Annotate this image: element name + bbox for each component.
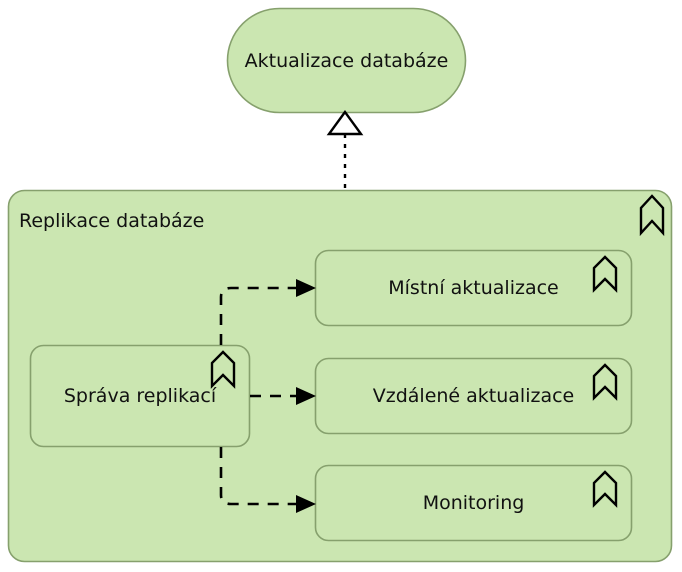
node-sprava-replikaci[interactable] — [30, 345, 250, 447]
node-monitoring[interactable] — [315, 465, 632, 541]
vzdalene-aktualizace-function-chevron-icon — [592, 363, 618, 401]
arrow-to-mistni-aktualizace-head — [296, 279, 316, 297]
arrow-to-mistni-aktualizace-line — [219, 286, 296, 345]
container-function-chevron-icon — [639, 194, 665, 237]
arrow-to-vzdalene-aktualizace-head — [296, 387, 316, 405]
monitoring-function-chevron-icon — [592, 470, 618, 508]
arrow-to-monitoring-line — [219, 447, 296, 506]
arrow-to-monitoring-head — [296, 495, 316, 513]
realization-hollow-triangle-icon — [326, 109, 364, 136]
node-sprava-replikaci-shape[interactable] — [29, 344, 251, 448]
node-vzdalene-aktualizace[interactable] — [315, 358, 632, 434]
node-monitoring-shape[interactable] — [314, 464, 633, 542]
node-mistni-aktualizace[interactable] — [315, 250, 632, 326]
sprava-replikaci-function-chevron-icon — [210, 350, 236, 389]
node-aktualizace-databaze[interactable] — [227, 8, 466, 113]
mistni-aktualizace-function-chevron-icon — [592, 255, 618, 293]
